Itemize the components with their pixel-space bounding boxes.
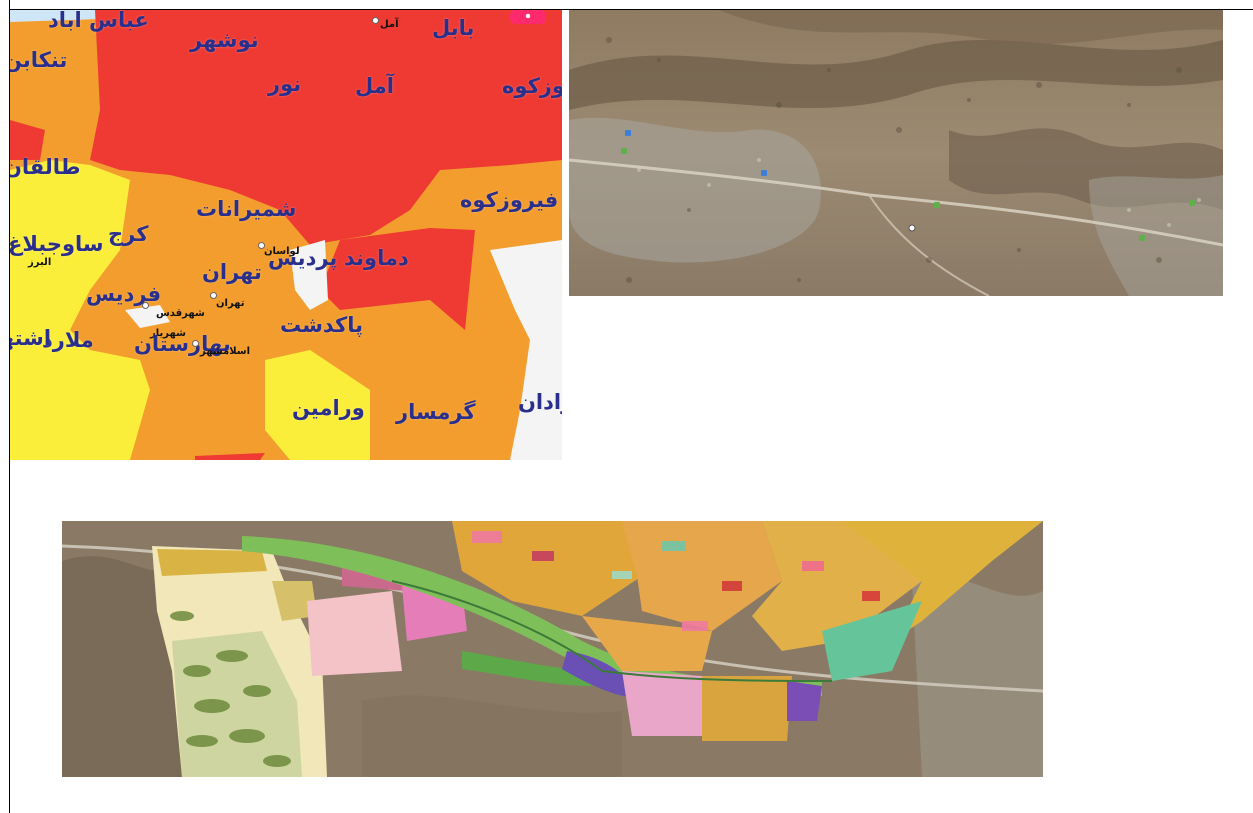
label-abbasabad: عباس آباد	[48, 10, 149, 32]
city-dot-tehran	[210, 292, 217, 299]
label-karaj: کرج	[108, 222, 149, 246]
label-shahr-qods-small: شهرقدس	[156, 308, 205, 319]
label-aradan: آرادان	[518, 390, 562, 414]
city-dot-shahr-qods	[142, 302, 149, 309]
label-nowshahr: نوشهر	[190, 28, 259, 52]
label-shemiranat: شمیرانات	[196, 197, 297, 221]
label-eshtehard-partial: اشتهارد	[10, 326, 52, 350]
label-tonekabon: تنکابن	[10, 48, 68, 72]
label-amol-small: آمل	[380, 19, 399, 30]
label-tehran: تهران	[202, 260, 262, 284]
city-dot-eslamshahr	[192, 340, 199, 347]
label-eslamshahr-small: اسلامشهر	[200, 346, 251, 357]
label-varamin: ورامین	[292, 396, 365, 420]
label-lavasan-small: لواسان	[264, 246, 300, 257]
city-dot-amol	[372, 17, 379, 24]
label-tehran-small: تهران	[216, 298, 245, 309]
label-alborz-small: البرز	[28, 257, 52, 268]
land-use-plan-panel	[62, 521, 1043, 777]
frame-top-line	[9, 9, 1253, 10]
label-babol: بابل	[432, 16, 475, 40]
satellite-image-panel	[569, 10, 1223, 296]
label-malard: ملارد	[42, 328, 94, 352]
label-taleghan: طالقان	[10, 155, 81, 179]
zone-map-panel: عباس آباد تنکابن نوشهر نور آمل آمل بابل …	[10, 10, 562, 460]
label-pardis: پردیس	[268, 246, 338, 270]
label-pakdasht: پاکدشت	[280, 313, 363, 337]
label-baharestan: بهارستان	[134, 332, 231, 356]
zone-map-regions	[10, 10, 562, 460]
city-dot-lavasan	[258, 242, 265, 249]
label-nur: نور	[268, 72, 302, 96]
label-shahriar-small: شهریار	[150, 328, 186, 339]
satellite-terrain	[569, 10, 1223, 296]
label-garmsar: گرمسار	[396, 400, 476, 424]
frame-left-line	[9, 0, 10, 813]
label-firuzkuh-partial: فیروزکوه	[502, 74, 562, 98]
label-firuzkuh: فیروزکوه	[460, 188, 559, 212]
land-use-plan	[62, 521, 1043, 777]
label-amol: آمل	[355, 74, 394, 98]
label-damavand: دماوند	[344, 246, 409, 270]
label-savojbolagh: ساوجبلاغ	[10, 232, 104, 256]
label-fardis: فردیس	[86, 282, 162, 306]
